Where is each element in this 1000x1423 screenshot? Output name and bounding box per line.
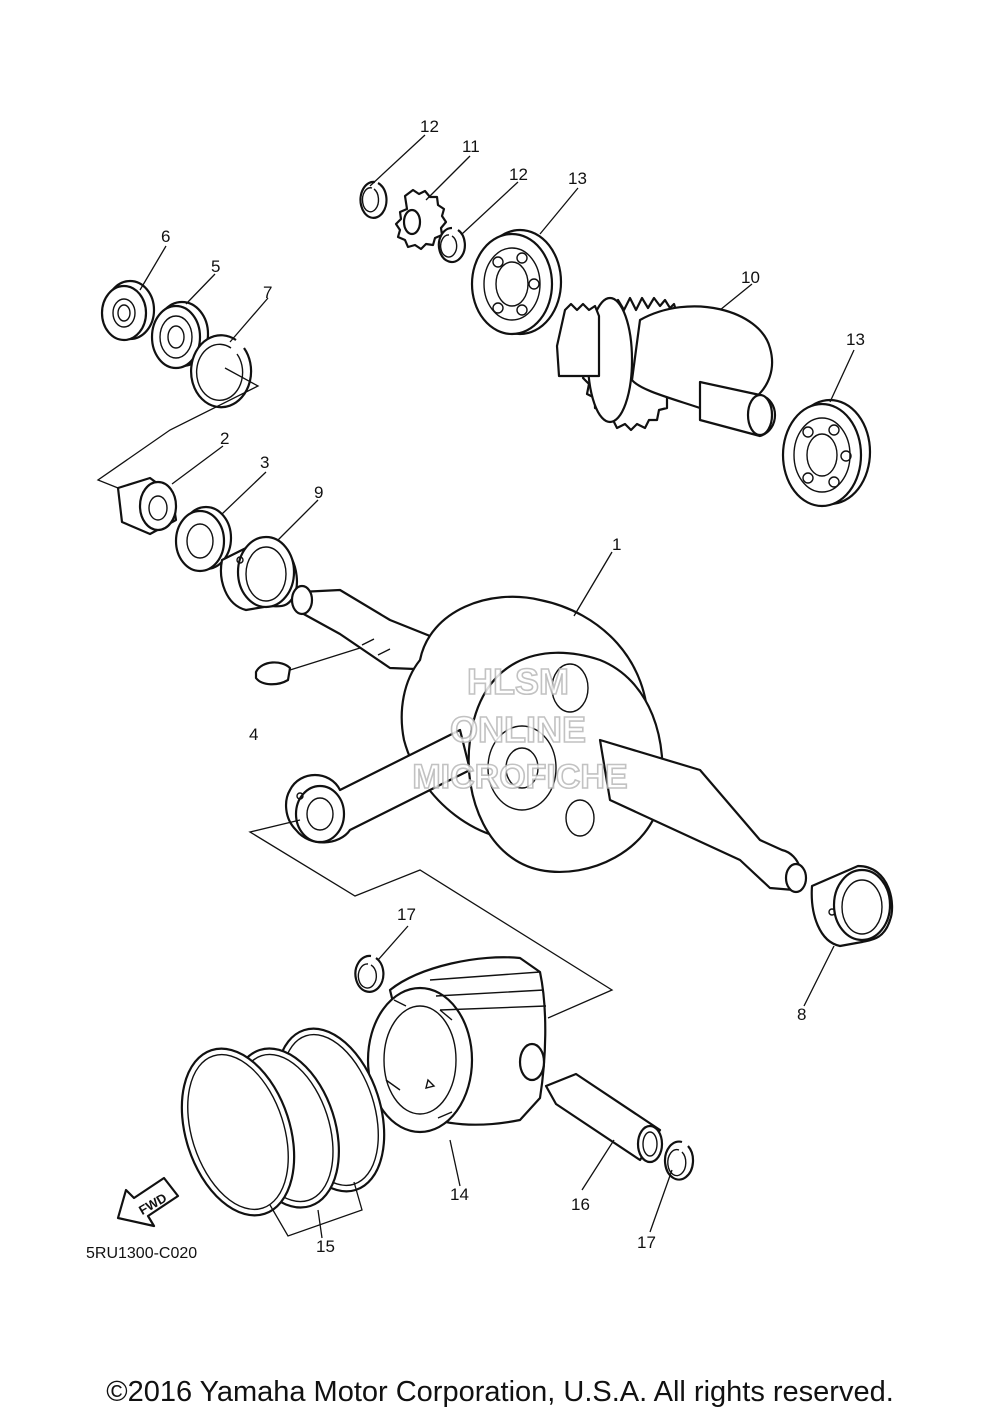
- piston-pin-16: [544, 1072, 664, 1164]
- balancer-shaft-10: [555, 296, 776, 438]
- bracket-line-7: [96, 367, 260, 493]
- crankshaft-1: [284, 584, 808, 894]
- circlip-7: [189, 334, 253, 409]
- callout-9: 9: [314, 483, 323, 502]
- circlip-17-upper: [354, 954, 385, 993]
- gear-11: [394, 188, 448, 251]
- bracket-line-15: [269, 1181, 363, 1237]
- callout-6: 6: [161, 227, 170, 246]
- fwd-arrow-icon: FWD: [116, 1176, 180, 1228]
- circlip-12-upper: [359, 180, 388, 219]
- callout-7: 7: [263, 283, 272, 302]
- callout-17-lower: 17: [637, 1233, 656, 1252]
- callout-1: 1: [612, 535, 621, 554]
- seal-6: [100, 279, 156, 342]
- nut-2: [116, 476, 178, 536]
- callout-12-upper: 12: [420, 117, 439, 136]
- callout-14: 14: [450, 1185, 469, 1204]
- callout-5: 5: [211, 257, 220, 276]
- callout-8: 8: [797, 1005, 806, 1024]
- callout-12-lower: 12: [509, 165, 528, 184]
- bracket-line-piston: [248, 819, 614, 1019]
- callout-16: 16: [571, 1195, 590, 1214]
- callout-4: 4: [249, 725, 258, 744]
- watermark: HLSM ONLINE MICROFICHE: [412, 660, 629, 797]
- callout-13-upper: 13: [568, 169, 587, 188]
- callout-3: 3: [260, 453, 269, 472]
- callout-10: 10: [741, 268, 760, 287]
- callout-labels: 1 2 3 4 5 6 7 8 9 10 11 12 12 13 13 14 1…: [161, 117, 865, 1256]
- diagram-code: 5RU1300-C020: [86, 1245, 197, 1262]
- watermark-line-2: ONLINE: [450, 709, 586, 750]
- washer-3: [174, 505, 233, 573]
- callout-2: 2: [220, 429, 229, 448]
- watermark-line-3: MICROFICHE: [412, 758, 627, 796]
- callout-13-lower: 13: [846, 330, 865, 349]
- bearing-8: [810, 864, 894, 948]
- callout-17-upper: 17: [397, 905, 416, 924]
- circlip-12-lower: [437, 226, 466, 264]
- circlip-17-lower: [663, 1140, 695, 1181]
- bearing-9: [220, 535, 298, 612]
- watermark-line-1: HLSM: [467, 661, 569, 702]
- bearing-5: [150, 300, 210, 370]
- piston-rings-15: [180, 1027, 386, 1217]
- bearing-13-upper: [470, 228, 563, 336]
- piston-14: [366, 956, 547, 1134]
- leader-lines: [139, 134, 855, 1239]
- bearing-13-lower: [781, 398, 872, 508]
- copyright-notice: ©2016 Yamaha Motor Corporation, U.S.A. A…: [106, 1376, 894, 1408]
- leader-4: [289, 647, 361, 671]
- callout-11: 11: [462, 137, 480, 156]
- key-4: [254, 661, 292, 686]
- callout-15: 15: [316, 1237, 335, 1256]
